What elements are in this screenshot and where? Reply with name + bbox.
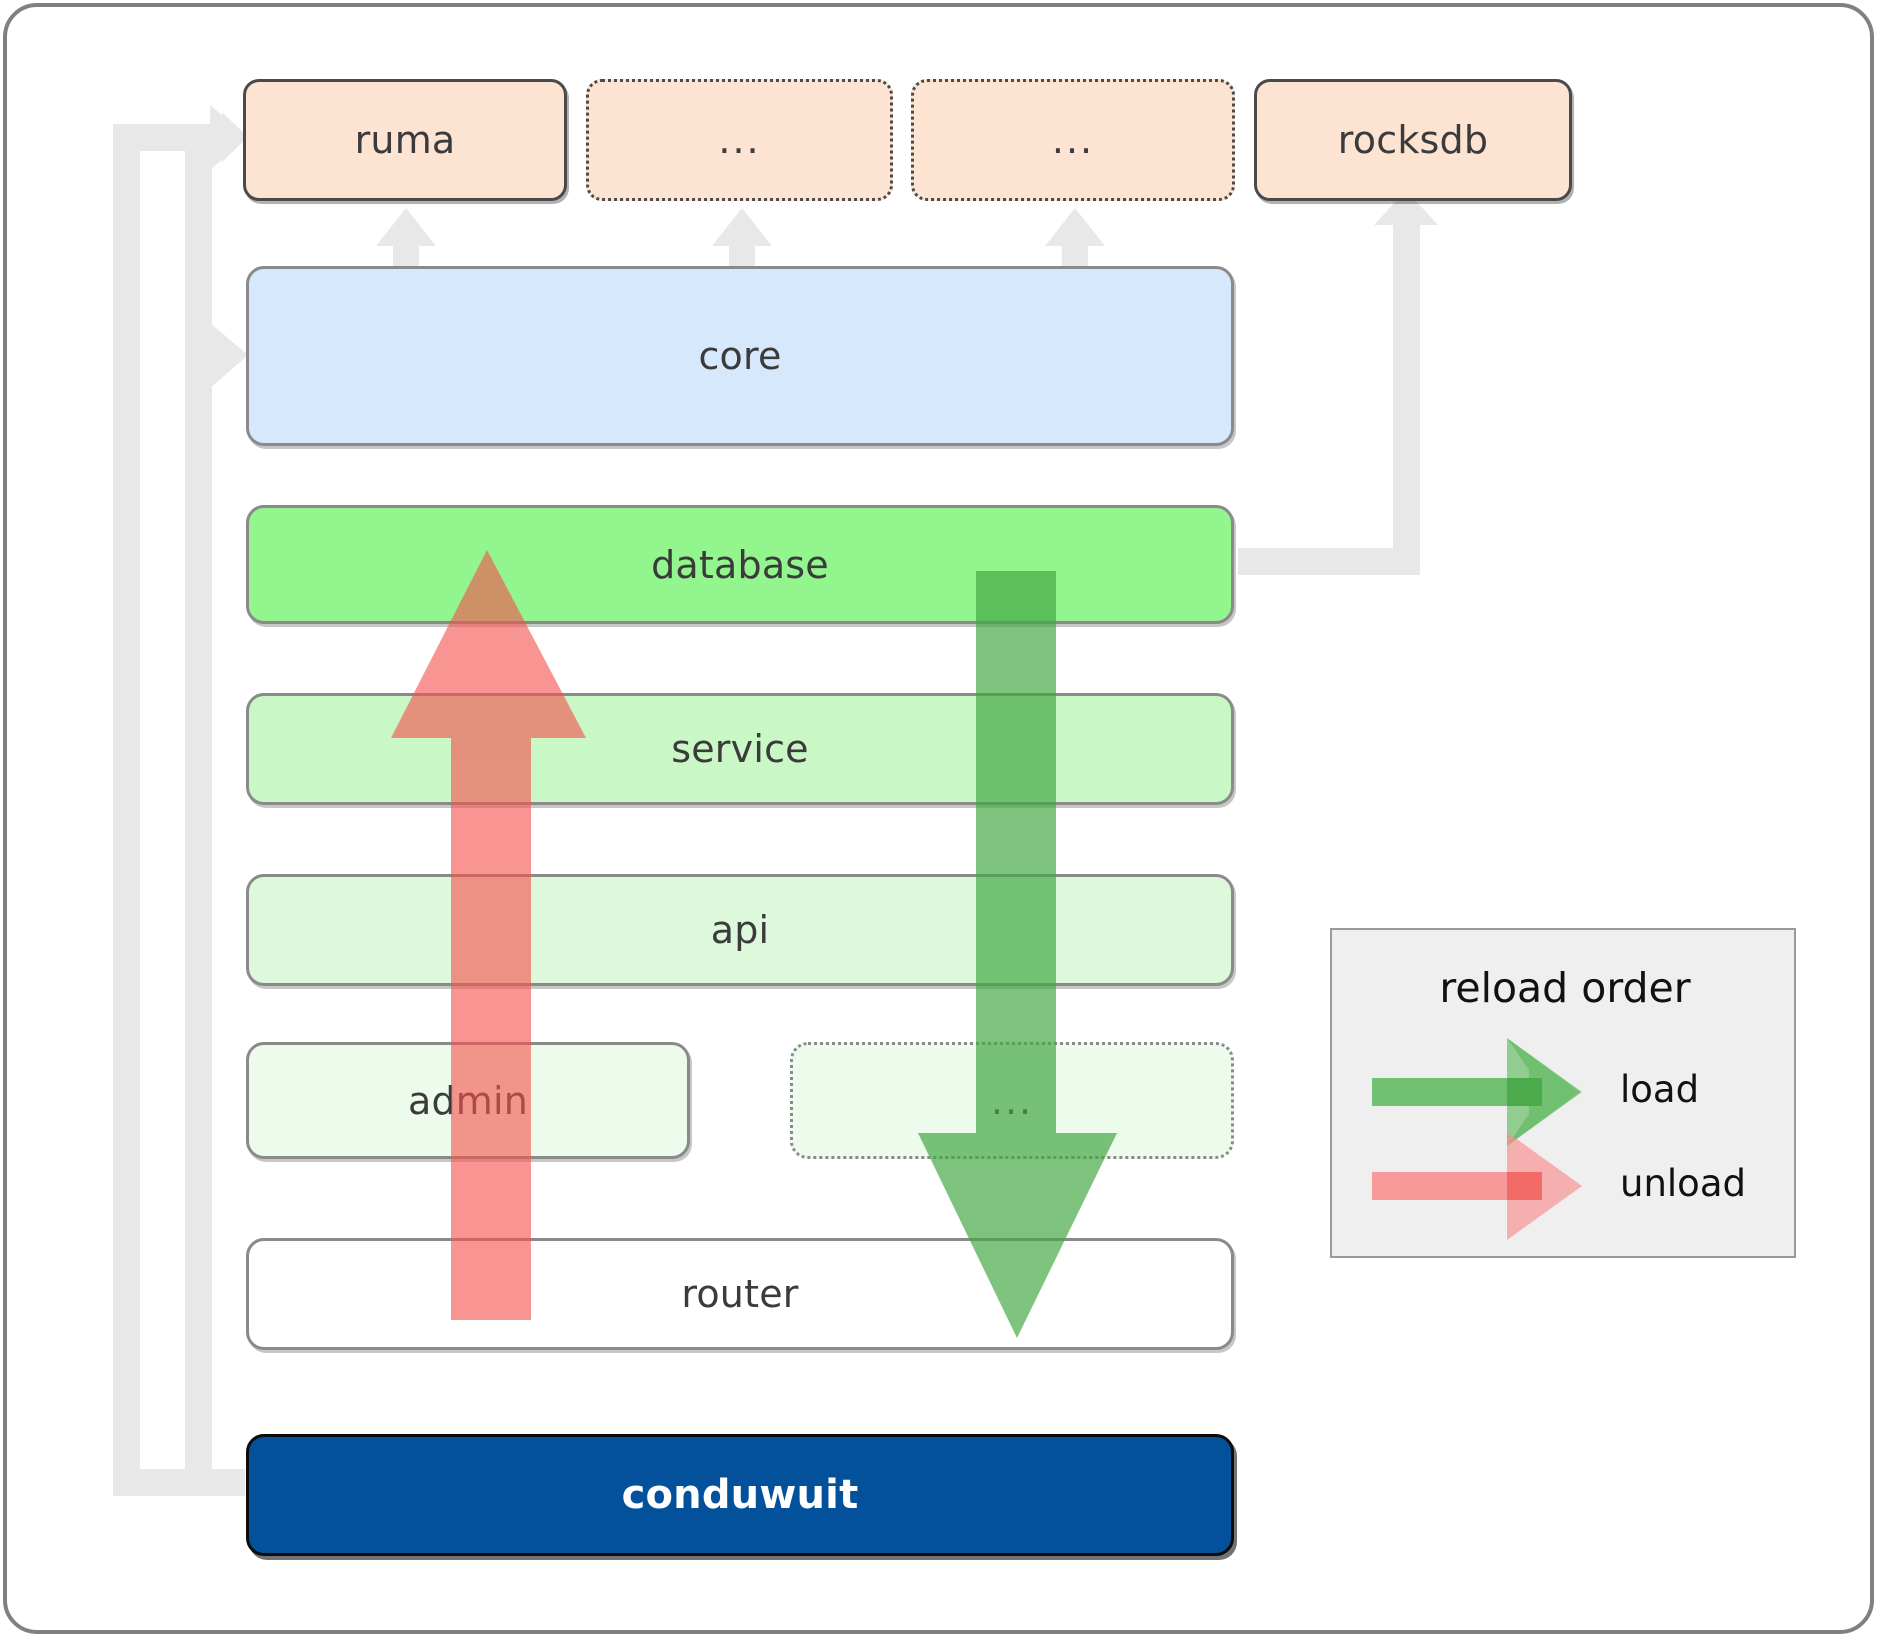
legend-load-shaft-overlap (1507, 1078, 1542, 1106)
legend-label-unload: unload (1620, 1162, 1746, 1205)
layer-box-api[interactable]: api (246, 874, 1234, 986)
layer-label-database: database (651, 542, 829, 587)
layer-label-admin: admin (407, 1078, 529, 1123)
layer-box-ellipsis[interactable]: ... (790, 1042, 1234, 1159)
layer-label-service: service (671, 727, 809, 771)
legend-unload-head-outer (1507, 1132, 1582, 1240)
dependency-box-rocksdb[interactable]: rocksdb (1254, 79, 1572, 201)
root-box-conduwuit[interactable]: conduwuit (246, 1434, 1234, 1556)
layer-box-service[interactable]: service (246, 693, 1234, 805)
layer-box-admin[interactable]: admin (246, 1042, 690, 1159)
dependency-label-ruma: ruma (354, 118, 456, 162)
dependency-box-ellipsis-2[interactable]: ... (911, 79, 1235, 201)
legend-title: reload order (1439, 964, 1691, 1012)
layer-box-router[interactable]: router (246, 1238, 1234, 1350)
dependency-label-ellipsis-2: ... (1051, 118, 1095, 162)
layer-box-database[interactable]: database (246, 505, 1234, 624)
layer-box-core[interactable]: core (246, 266, 1234, 446)
dependency-label-rocksdb: rocksdb (1337, 118, 1489, 162)
dependency-label-ellipsis-1: ... (718, 118, 761, 162)
legend-label-load: load (1620, 1068, 1700, 1111)
layer-label-core: core (698, 334, 782, 378)
diagram-frame (3, 3, 1874, 1634)
legend-arrow-graphics (1372, 1038, 1582, 1240)
dependency-box-ellipsis-1[interactable]: ... (586, 79, 893, 201)
layer-label-api: api (710, 908, 770, 952)
root-label-conduwuit: conduwuit (621, 1472, 859, 1518)
legend-panel: reload order load unload (1330, 928, 1796, 1258)
dependency-box-ruma[interactable]: ruma (243, 79, 567, 201)
layer-label-router: router (681, 1272, 799, 1316)
legend-unload-shaft-overlap (1507, 1172, 1542, 1200)
layer-label-ellipsis: ... (990, 1078, 1034, 1123)
legend-load-head-outer (1507, 1038, 1582, 1146)
legend-arrow-unload (1372, 1132, 1582, 1240)
legend-arrow-load (1372, 1038, 1582, 1146)
